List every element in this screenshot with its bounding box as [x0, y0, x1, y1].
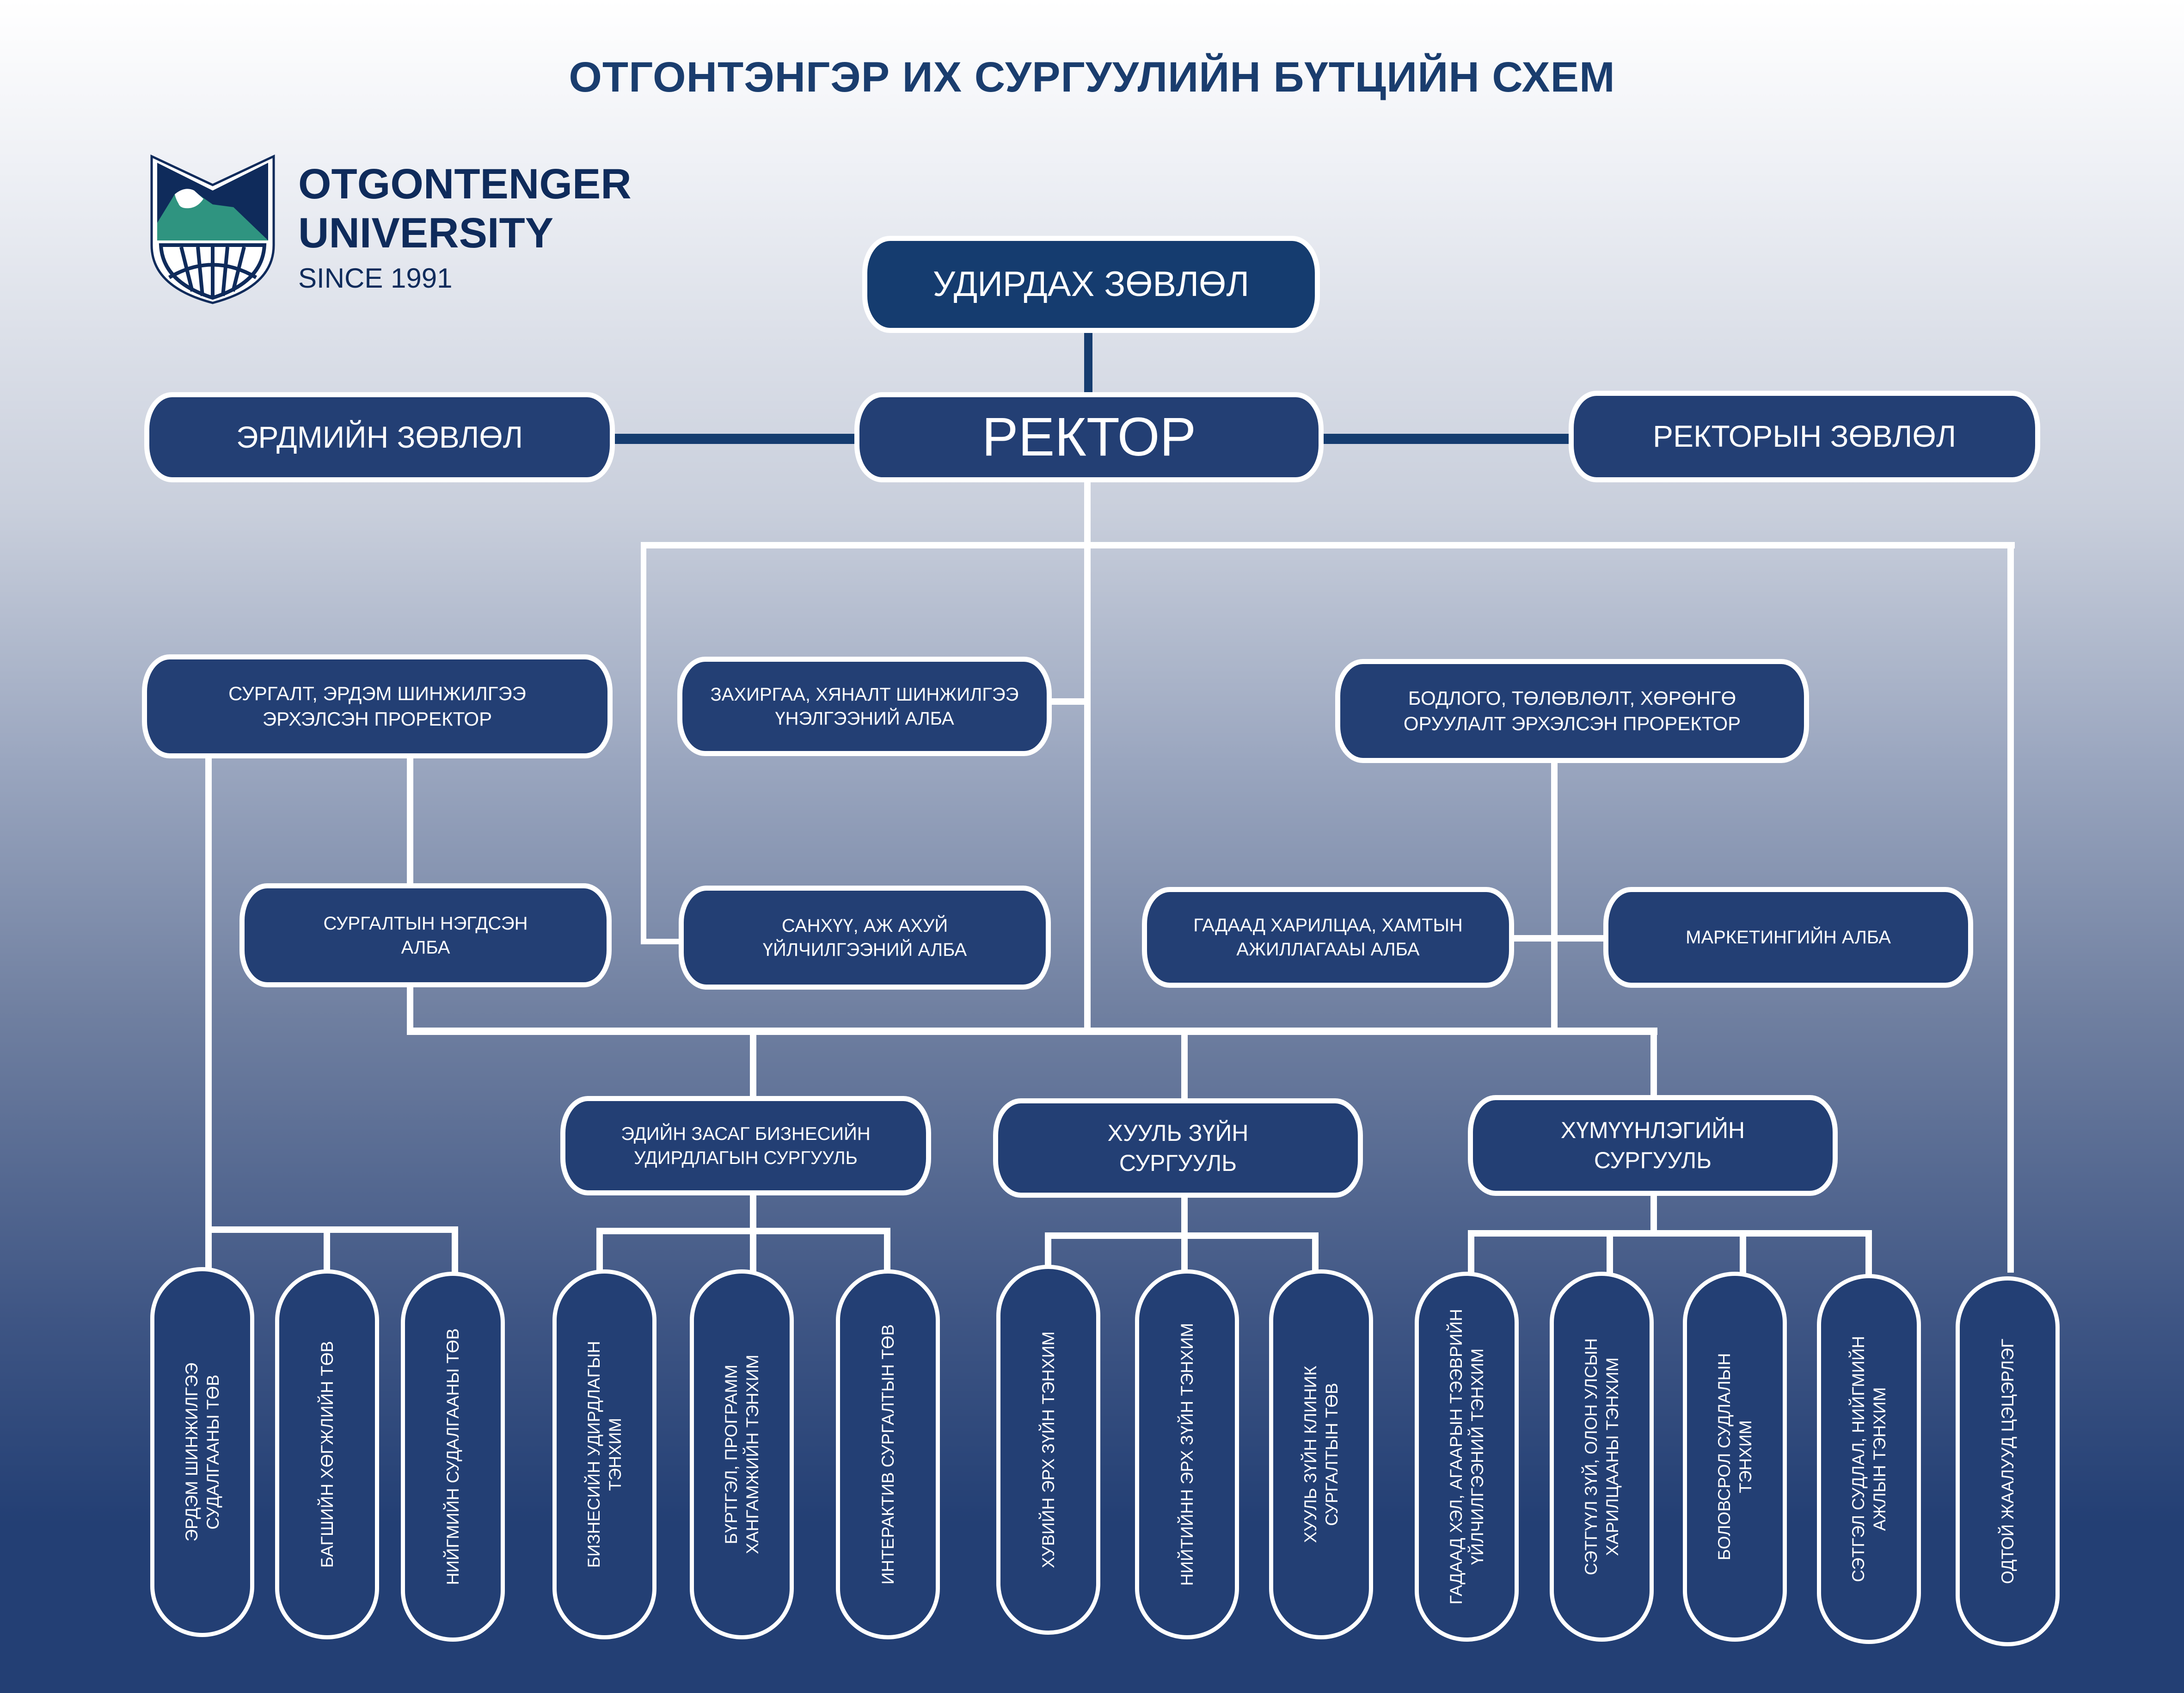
- unit-interactive-training[interactable]: ИНТЕРАКТИВ СУРГАЛТЫН ТӨВ: [836, 1269, 940, 1639]
- rector-council-label: РЕКТОРЫН ЗӨВЛӨЛ: [1652, 419, 1957, 454]
- page-title: ОТГОНТЭНГЭР ИХ СУРГУУЛИЙН БҮТЦИЙН СХЕМ: [569, 54, 1615, 101]
- unit-foreign-language-aviation[interactable]: ГАДААД ХЭЛ, АГААРЫН ТЭЭВРИЙН ҮЙЛЧИЛГЭЭНИ…: [1415, 1272, 1519, 1642]
- unit-label: БИЗНЕСИЙН УДИРДЛАГЫН ТЭНХИМ: [584, 1341, 625, 1568]
- connector-academic-rector: [615, 434, 858, 444]
- marketing-office-label: МАРКЕТИНГИЙН АЛБА: [1686, 927, 1891, 948]
- connector-school1-down: [750, 1195, 756, 1230]
- unit-label: ГАДААД ХЭЛ, АГААРЫН ТЭЭВРИЙН ҮЙЛЧИЛГЭЭНИ…: [1446, 1309, 1487, 1605]
- connector-unit-5: [750, 1228, 756, 1276]
- connector-rector-council: [1321, 434, 1571, 444]
- connector-rector-down: [1084, 481, 1091, 1034]
- unit-journalism-international-relations[interactable]: СЭТГҮҮЛ ЗҮЙ, ОЛОН УЛСЫН ХАРИЛЦААНЫ ТЭНХИ…: [1550, 1272, 1654, 1642]
- unit-label: БАГШИЙН ХӨГЖЛИЙН ТӨВ: [317, 1341, 337, 1568]
- rector-box[interactable]: РЕКТОР: [854, 392, 1324, 482]
- unit-label: СЭТГЭЛ СУДЛАЛ, НИЙГМИЙН АЖЛЫН ТЭНХИМ: [1848, 1336, 1889, 1582]
- unit-accounting-software[interactable]: БҮРТГЭЛ, ПРОГРАММ ХАНГАМЖИЙН ТЭНХИМ: [690, 1269, 794, 1639]
- connector-top-bus: [641, 542, 2015, 548]
- academic-council-label: ЭРДМИЙН ЗӨВЛӨЛ: [236, 419, 523, 454]
- school-humanities-label: ХҮМҮҮНЛЭГИЙН СУРГУУЛЬ: [1560, 1117, 1745, 1173]
- connector-unit-4: [596, 1228, 603, 1276]
- admin-office-box[interactable]: ЗАХИРГАА, ХЯНАЛТ ШИНЖИЛГЭЭ ҮНЭЛГЭЭНИЙ АЛ…: [677, 657, 1052, 756]
- foreign-office-box[interactable]: ГАДААД ХАРИЛЦАА, ХАМТЫН АЖИЛЛАГААЫ АЛБА: [1142, 887, 1514, 988]
- connector-foreign-marketing: [1512, 935, 1607, 942]
- unit-social-research[interactable]: НИЙГМИЙН СУДАЛГААНЫ ТӨВ: [401, 1272, 505, 1642]
- connector-unit-12: [1740, 1230, 1746, 1276]
- unit-education-studies[interactable]: БОЛОВСРОЛ СУДЛАЛЫН ТЭНХИМ: [1683, 1272, 1787, 1642]
- connector-unit-10: [1468, 1230, 1474, 1276]
- connector-unit-7: [1045, 1232, 1051, 1274]
- connector-right-bus-down: [2007, 542, 2014, 1273]
- prorector-policy-label: БОДЛОГО, ТӨЛӨВЛӨЛТ, ХӨРӨНГӨ ОРУУЛАЛТ ЭРХ…: [1403, 687, 1741, 734]
- brand-name-line1: OTGONTENGER: [298, 160, 632, 208]
- school-humanities-box[interactable]: ХҮМҮҮНЛЭГИЙН СУРГУУЛЬ: [1468, 1095, 1838, 1196]
- school-law-label: ХУУЛЬ ЗҮЙН СУРГУУЛЬ: [1107, 1120, 1249, 1176]
- connector-prorector-left-outer: [205, 756, 212, 1274]
- school-law-box[interactable]: ХУУЛЬ ЗҮЙН СУРГУУЛЬ: [993, 1098, 1363, 1198]
- rector-label: РЕКТОР: [982, 406, 1196, 468]
- prorector-academic-label: СУРГАЛТ, ЭРДЭМ ШИНЖИЛГЭЭ ЭРХЭЛСЭН ПРОРЕК…: [228, 682, 526, 730]
- finance-office-label: САНХҮҮ, АЖ АХУЙ ҮЙЛЧИЛГЭЭНИЙ АЛБА: [762, 915, 967, 960]
- prorector-academic-box[interactable]: СУРГАЛТ, ЭРДЭМ ШИНЖИЛГЭЭ ЭРХЭЛСЭН ПРОРЕК…: [142, 654, 613, 758]
- academic-council-box[interactable]: ЭРДМИЙН ЗӨВЛӨЛ: [144, 392, 615, 482]
- connector-school3-bus: [1468, 1230, 1871, 1237]
- board-box[interactable]: УДИРДАХ ЗӨВЛӨЛ: [862, 236, 1320, 333]
- connector-school1-bus: [596, 1228, 890, 1234]
- connector-unit-6: [884, 1228, 890, 1276]
- unit-psychology-social-work[interactable]: СЭТГЭЛ СУДЛАЛ, НИЙГМИЙН АЖЛЫН ТЭНХИМ: [1817, 1274, 1921, 1644]
- unit-label: ОДТОЙ ЖААЛУУД ЦЭЦЭРЛЭГ: [1998, 1338, 2017, 1584]
- university-logo-icon: [148, 153, 277, 305]
- connector-unit-9: [1312, 1232, 1319, 1276]
- prorector-policy-box[interactable]: БОДЛОГО, ТӨЛӨВЛӨЛТ, ХӨРӨНГӨ ОРУУЛАЛТ ЭРХ…: [1335, 659, 1809, 763]
- unit-business-management[interactable]: БИЗНЕСИЙН УДИРДЛАГЫН ТЭНХИМ: [552, 1269, 656, 1639]
- unit-label: БҮРТГЭЛ, ПРОГРАММ ХАНГАМЖИЙН ТЭНХИМ: [721, 1354, 762, 1554]
- connector-board-rector: [1084, 331, 1092, 395]
- unit-label: БОЛОВСРОЛ СУДЛАЛЫН ТЭНХИМ: [1714, 1353, 1755, 1561]
- connector-schools-bus: [407, 1028, 1657, 1035]
- connector-unit-13: [1865, 1230, 1872, 1276]
- board-label: УДИРДАХ ЗӨВЛӨЛ: [932, 264, 1250, 304]
- connector-unit-3: [452, 1226, 458, 1277]
- connector-prorector-training: [407, 756, 413, 888]
- connector-prorector-right-down: [1551, 761, 1558, 1034]
- unit-public-law[interactable]: НИЙТИЙНН ЭРХ ЗҮЙН ТЭНХИМ: [1135, 1269, 1239, 1639]
- connector-school-3: [1650, 1031, 1657, 1101]
- training-office-label: СУРГАЛТЫН НЭГДСЭН АЛБА: [323, 913, 528, 958]
- unit-kindergarten[interactable]: ОДТОЙ ЖААЛУУД ЦЭЦЭРЛЭГ: [1956, 1276, 2060, 1646]
- admin-office-label: ЗАХИРГАА, ХЯНАЛТ ШИНЖИЛГЭЭ ҮНЭЛГЭЭНИЙ АЛ…: [710, 684, 1019, 729]
- unit-research-center[interactable]: ЭРДЭМ ШИНЖИЛГЭЭ СУДАЛГААНЫ ТӨВ: [150, 1267, 254, 1637]
- unit-label: НИЙТИЙНН ЭРХ ЗҮЙН ТЭНХИМ: [1177, 1323, 1196, 1586]
- unit-label: ХУУЛЬ ЗҮЙН КЛИНИК СУРГАЛТЫН ТӨВ: [1301, 1366, 1341, 1543]
- unit-label: СЭТГҮҮЛ ЗҮЙ, ОЛОН УЛСЫН ХАРИЛЦААНЫ ТЭНХИ…: [1581, 1338, 1622, 1576]
- unit-label: ИНТЕРАКТИВ СУРГАЛТЫН ТӨВ: [878, 1324, 897, 1585]
- connector-school2-down: [1181, 1198, 1188, 1235]
- unit-label: ЭРДЭМ ШИНЖИЛГЭЭ СУДАЛГААНЫ ТӨВ: [182, 1362, 222, 1542]
- unit-label: НИЙГМИЙН СУДАЛГААНЫ ТӨВ: [443, 1328, 462, 1585]
- unit-teacher-development[interactable]: БАГШИЙН ХӨГЖЛИЙН ТӨВ: [275, 1269, 379, 1639]
- connector-unit-2: [324, 1226, 330, 1277]
- connector-school-1: [750, 1031, 756, 1101]
- connector-to-admin: [1049, 698, 1088, 705]
- connector-school-2: [1181, 1031, 1188, 1101]
- connector-training-bus: [407, 985, 413, 1034]
- connector-research-bus: [205, 1226, 457, 1233]
- rector-council-box[interactable]: РЕКТОРЫН ЗӨВЛӨЛ: [1569, 391, 2040, 482]
- brand-name-line2: UNIVERSITY: [298, 209, 554, 257]
- foreign-office-label: ГАДААД ХАРИЛЦАА, ХАМТЫН АЖИЛЛАГААЫ АЛБА: [1193, 915, 1463, 960]
- connector-unit-8: [1181, 1232, 1188, 1276]
- university-brand: OTGONTENGER UNIVERSITY SINCE 1991: [298, 160, 632, 299]
- connector-left-bus-down: [641, 542, 646, 944]
- unit-label: ХУВИЙН ЭРХ ЗҮЙН ТЭНХИМ: [1038, 1331, 1058, 1569]
- marketing-office-box[interactable]: МАРКЕТИНГИЙН АЛБА: [1603, 887, 1973, 988]
- finance-office-box[interactable]: САНХҮҮ, АЖ АХУЙ ҮЙЛЧИЛГЭЭНИЙ АЛБА: [679, 886, 1051, 990]
- connector-unit-11: [1607, 1230, 1613, 1276]
- school-economics-box[interactable]: ЭДИЙН ЗАСАГ БИЗНЕСИЙН УДИРДЛАГЫН СУРГУУЛ…: [560, 1096, 931, 1195]
- unit-legal-clinic[interactable]: ХУУЛЬ ЗҮЙН КЛИНИК СУРГАЛТЫН ТӨВ: [1269, 1269, 1373, 1639]
- school-economics-label: ЭДИЙН ЗАСАГ БИЗНЕСИЙН УДИРДЛАГЫН СУРГУУЛ…: [621, 1123, 871, 1168]
- connector-to-finance: [641, 939, 682, 944]
- unit-private-law[interactable]: ХУВИЙН ЭРХ ЗҮЙН ТЭНХИМ: [996, 1265, 1100, 1635]
- brand-since: SINCE 1991: [298, 263, 453, 294]
- training-office-box[interactable]: СУРГАЛТЫН НЭГДСЭН АЛБА: [239, 883, 612, 987]
- connector-school3-down: [1650, 1195, 1657, 1232]
